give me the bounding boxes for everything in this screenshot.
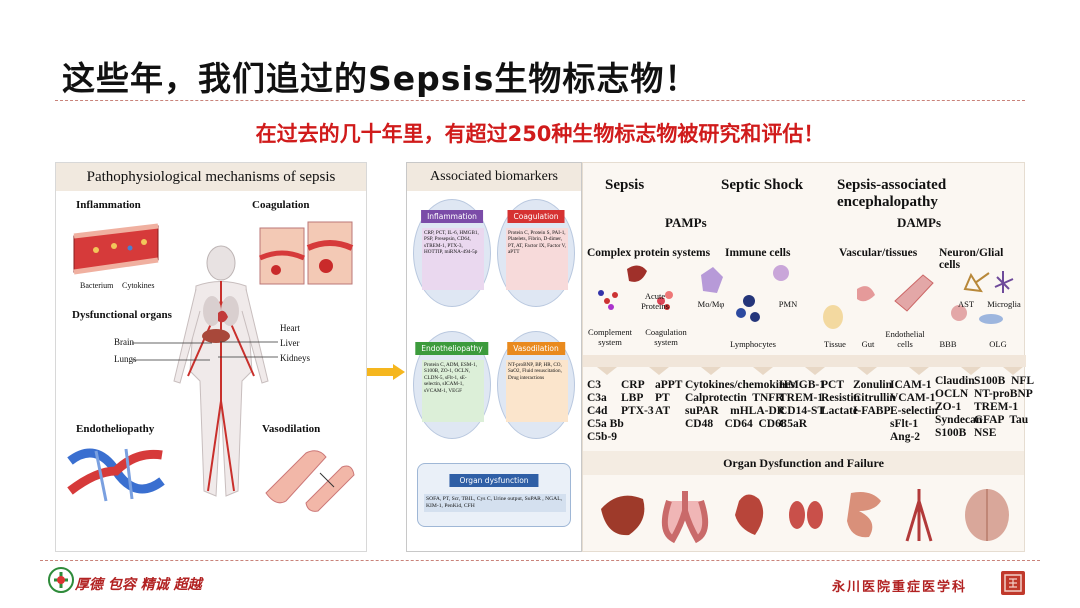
pathophysiology-heading: Pathophysiological mechanisms of sepsis — [56, 163, 366, 191]
endotheliopathy-label: Endotheliopathy — [76, 423, 155, 435]
inflammation-tag: Inflammation — [421, 210, 483, 223]
coagulation-tag: Coagulation — [507, 210, 565, 223]
title-divider — [55, 100, 1025, 101]
sae-heading: Sepsis-associated encephalopathy — [837, 177, 947, 210]
biomarkers-panel: Associated biomarkers Inflammation CRP, … — [406, 162, 582, 552]
vasodilation-markers-text: NT-proBNP, BP, HR, CO, SaO2, Fluid resus… — [506, 360, 568, 422]
inflammation-biomarkers: Inflammation CRP, PCT, IL-6, HMGB1, PSP,… — [413, 199, 491, 307]
dysfunctional-organs-label: Dysfunctional organs — [72, 309, 172, 321]
neuron-markers: S100B NFL NT-proBNP TREM-1 GFAP Tau NSE — [974, 375, 1035, 439]
inflammation-label: Inflammation — [76, 199, 141, 211]
bbb-markers: Claudin OCLN ZO-1 Syndecan S100B — [935, 375, 983, 439]
endotheliopathy-markers-text: Protein C, ADM, ESM-1, S100B, ZO-1, OCLN… — [422, 360, 484, 422]
acute-protein-markers: CRP LBP PTX-3 — [621, 379, 654, 417]
brain-label: Brain — [114, 337, 134, 347]
footer-motto: 厚德 包容 精诚 超越 — [75, 577, 202, 593]
endothelial-cells-label: Endothelial cells — [885, 329, 925, 349]
damp-immune-markers: HMGB-1 TREM-1 CD14-ST C5aR — [779, 379, 826, 430]
inflammation-markers-text: CRP, PCT, IL-6, HMGB1, PSP, Presepsin, C… — [422, 228, 484, 290]
coag-system-label: Coagulation system — [645, 327, 687, 347]
liver-label: Liver — [280, 338, 300, 348]
bacterium-label: Bacterium — [80, 281, 114, 290]
blood-vessel-illustration — [73, 223, 159, 275]
immune-markers: Cytokines/chemokines Calprotectin TNFR s… — [685, 379, 795, 430]
complex-protein-heading: Complex protein systems — [587, 247, 711, 259]
slide-title: 这些年，我们追过的Sepsis生物标志物！ — [62, 59, 699, 98]
kidneys-label: Kidneys — [280, 353, 310, 363]
olg-label: OLG — [989, 339, 1007, 349]
tissue-label: Tissue — [824, 339, 846, 349]
neuron-heading: Neuron/Glial cells — [939, 247, 1004, 271]
microglia-label: Microglia — [987, 299, 1021, 309]
coagulation-biomarkers: Coagulation Protein C, Protein S, PAI-1,… — [497, 199, 575, 307]
endothelial-markers: ICAM-1 VCAM-1 E-selectin sFlt-1 Ang-2 — [890, 379, 938, 443]
slide-subtitle: 在过去的几十年里，有超过250种生物标志物被研究和评估！ — [255, 122, 825, 146]
organ-dysfunction-bar: Organ Dysfunction and Failure — [583, 451, 1024, 475]
coagulation-markers: aPPT PT AT — [655, 379, 683, 417]
coagulation-markers-text: Protein C, Protein S, PAI-1, Platelets, … — [506, 228, 568, 290]
vascular-heading: Vascular/tissues — [839, 247, 918, 259]
bbb-label: BBB — [939, 339, 957, 349]
coagulation-illustration — [258, 221, 354, 285]
down-arrows-strip — [583, 355, 1026, 375]
coagulation-label: Coagulation — [252, 199, 310, 211]
gut-label: Gut — [861, 339, 875, 349]
lymphocytes-label: Lymphocytes — [730, 339, 776, 349]
septic-shock-heading: Septic Shock — [721, 177, 804, 193]
vasodilation-illustration — [265, 450, 355, 512]
cytokines-label: Cytokines — [122, 281, 155, 290]
complement-label: Complement system — [588, 327, 632, 347]
endotheliopathy-illustration — [67, 448, 165, 502]
endotheliopathy-tag: Endotheliopathy — [415, 342, 489, 355]
sepsis-spectrum-panel: Sepsis Septic Shock Sepsis-associated en… — [582, 162, 1034, 552]
mo-mphi-label: Mo/Mφ — [697, 299, 725, 309]
vasodilation-biomarkers: Vasodilation NT-proBNP, BP, HR, CO, SaO2… — [497, 331, 575, 439]
seal-icon — [1001, 571, 1025, 595]
pamps-heading: PAMPs — [665, 215, 707, 230]
immune-cells-heading: Immune cells — [725, 247, 791, 259]
vasodilation-label: Vasodilation — [262, 423, 321, 435]
organ-dysfunction-box: Organ dysfunction SOFA, PT, Scr, TBIL, C… — [417, 463, 571, 527]
organ-dysfunction-tag: Organ dysfunction — [449, 474, 539, 487]
heart-label: Heart — [280, 323, 300, 333]
organ-illustrations — [601, 489, 1009, 544]
acute-proteins-label: Acute Proteins — [641, 291, 669, 311]
organ-pointer-lines — [132, 341, 278, 361]
pathophysiology-panel: Pathophysiological mechanisms of sepsis … — [55, 162, 367, 552]
footer-department: 永川医院重症医学科 — [832, 580, 968, 595]
organ-dysfunction-text: SOFA, PT, Scr, TBIL, Cys C, Urine output… — [424, 494, 566, 512]
human-body-illustration — [173, 245, 269, 497]
right-arrow-icon — [367, 364, 405, 380]
pmn-label: PMN — [778, 299, 798, 309]
damps-heading: DAMPs — [897, 215, 942, 230]
endotheliopathy-biomarkers: Endotheliopathy Protein C, ADM, ESM-1, S… — [413, 331, 491, 439]
cell-illustrations — [598, 265, 1014, 329]
biomarkers-heading: Associated biomarkers — [407, 163, 581, 191]
gut-markers: Zonulin Citrullin I-FABP — [853, 379, 896, 417]
complement-markers: C3 C3a C4d C5a Bb C5b-9 — [587, 379, 624, 443]
tissue-markers: PCT Resistin Lactate — [821, 379, 860, 417]
sepsis-heading: Sepsis — [605, 177, 645, 193]
hospital-logo-icon — [48, 567, 74, 593]
vasodilation-tag: Vasodilation — [507, 342, 565, 355]
footer-divider — [40, 560, 1040, 561]
lungs-label: Lungs — [114, 354, 137, 364]
ast-label: AST — [957, 299, 975, 309]
